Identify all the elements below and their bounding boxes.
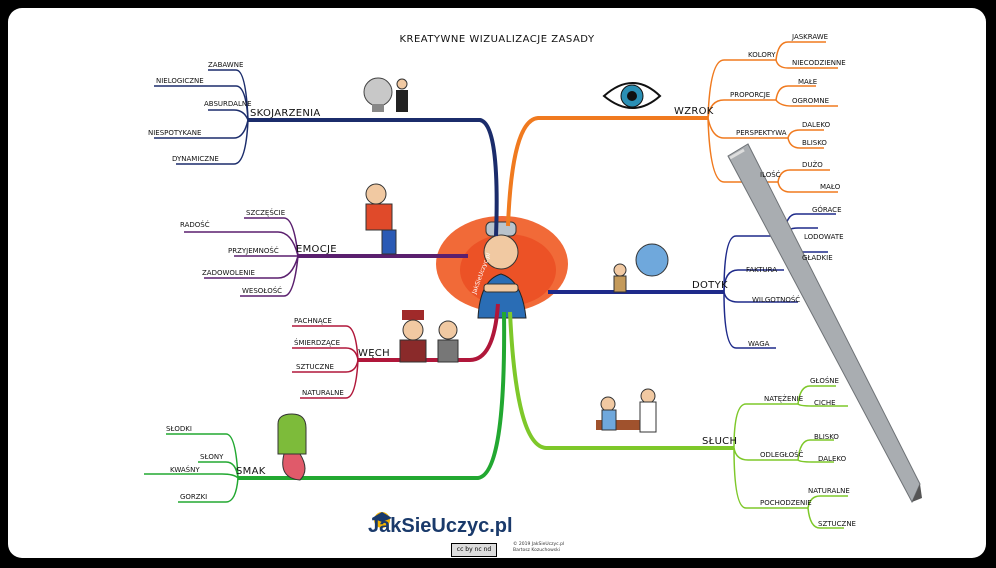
- node-pochodzenie: POCHODZENIE: [760, 499, 812, 507]
- germ-hand-illustration: [613, 243, 669, 293]
- branch-wech: [358, 303, 500, 362]
- sluch-subbranches: [733, 385, 848, 529]
- smelling-people-illustration: [399, 310, 459, 363]
- branch-label-dotyk: DOTYK: [692, 280, 728, 291]
- leaf-zadowolenie: ZADOWOLENIE: [202, 269, 255, 277]
- leaf-malo: MAŁO: [820, 183, 841, 191]
- node-ilosc: ILOŚĆ: [760, 171, 781, 179]
- leaf-slodki: SŁODKI: [166, 425, 192, 433]
- mind-map: [144, 41, 922, 529]
- branch-sluch: [508, 311, 734, 450]
- brand-logo-icon: [372, 512, 392, 528]
- skojarzenia-subbranches: [154, 69, 249, 165]
- happy-person-illustration: [365, 183, 397, 255]
- leaf-dynamiczne: DYNAMICZNE: [172, 155, 219, 163]
- copyright-line-1: © 2019 JakSieUczyc.pl: [513, 542, 565, 547]
- tongue-monster-illustration: [277, 413, 307, 481]
- leaf-niecodzienne: NIECODZIENNE: [792, 59, 846, 67]
- leaf-sluch-naturalne: NATURALNE: [808, 487, 850, 495]
- node-wilgotnosc: WILGOTNOŚĆ: [752, 296, 801, 304]
- leaf-sluch-daleko: DALEKO: [818, 455, 847, 463]
- leaf-slony: SŁONY: [200, 453, 224, 461]
- branch-label-smak: SMAK: [236, 466, 266, 477]
- node-waga: WAGA: [748, 340, 770, 348]
- node-odleglosc: ODLEGŁOŚĆ: [760, 451, 804, 459]
- leaf-ciche: CICHE: [814, 399, 836, 407]
- leaf-nielogiczne: NIELOGICZNE: [156, 77, 204, 85]
- eye-illustration: [602, 82, 662, 109]
- leaf-wzrok-blisko: BLISKO: [802, 139, 827, 147]
- leaf-smierdzace: ŚMIERDZĄCE: [294, 339, 340, 347]
- branch-label-skojarzenia: SKOJARZENIA: [250, 108, 321, 119]
- leaf-ogromne: OGROMNE: [792, 97, 830, 105]
- leaf-sztuczne: SZTUCZNE: [296, 363, 334, 371]
- leaf-radosc: RADOŚĆ: [180, 221, 210, 229]
- leaf-przyjemnosc: PRZYJEMNOŚĆ: [228, 247, 279, 255]
- leaf-wesolosc: WESOŁOŚĆ: [242, 287, 283, 295]
- leaf-glosne: GŁOŚNE: [810, 377, 839, 385]
- leaf-sluch-sztuczne: SZTUCZNE: [818, 520, 856, 528]
- brand-logo-text: JakSieUczyc.pl: [368, 515, 513, 537]
- map-title: KREATYWNE WIZUALIZACJE ZASADY: [399, 34, 595, 45]
- branch-label-sluch: SŁUCH: [702, 436, 738, 447]
- mind-map-canvas: KREATYWNE WIZUALIZACJE ZASADY SKOJARZENI…: [8, 8, 986, 558]
- branch-skojarzenia: [248, 118, 499, 237]
- emocje-subbranches: [184, 217, 299, 297]
- stylus-pen-illustration: [727, 143, 922, 504]
- leaf-lodowate: LODOWATE: [804, 233, 844, 241]
- leaf-szczescie: SZCZĘŚCIE: [246, 209, 286, 217]
- lightbulb-illustration: [363, 77, 408, 112]
- copyright-note: © 2019 JakSieUczyc.pl Bartosz Kozuchowsk…: [513, 542, 564, 554]
- leaf-gorzki: GORZKI: [180, 493, 208, 501]
- leaf-kwasny: KWAŚNY: [170, 466, 200, 474]
- leaf-naturalne: NATURALNE: [302, 389, 344, 397]
- doctor-patient-illustration: [596, 388, 657, 433]
- node-kolory: KOLORY: [748, 51, 776, 59]
- wzrok-subbranches: [707, 41, 838, 193]
- center-character-illustration: [477, 221, 527, 319]
- leaf-niespotykane: NIESPOTYKANE: [148, 129, 202, 137]
- cc-license-badge: cc by nc nd: [451, 543, 497, 557]
- leaf-wzrok-daleko: DALEKO: [802, 121, 831, 129]
- wech-subbranches: [292, 325, 359, 399]
- leaf-male: MAŁE: [798, 78, 818, 86]
- leaf-gorace: GÓRACE: [812, 206, 842, 214]
- leaf-zabawne: ZABAWNE: [208, 61, 244, 69]
- branch-wzrok: [506, 116, 708, 227]
- branch-label-wzrok: WZROK: [674, 106, 714, 117]
- branch-label-wech: WĘCH: [358, 348, 390, 359]
- leaf-duzo: DUŻO: [802, 161, 823, 169]
- node-faktura: FAKTURA: [746, 266, 777, 274]
- branch-smak: [238, 311, 507, 480]
- leaf-gladkie: GŁADKIE: [802, 254, 833, 262]
- leaf-absurdalne: ABSURDALNE: [204, 100, 252, 108]
- node-proporcje: PROPORCJE: [730, 91, 771, 99]
- leaf-pachnace: PACHNĄCE: [294, 317, 332, 325]
- node-perspektywa: PERSPEKTYWA: [736, 129, 787, 137]
- copyright-line-2: Bartosz Kozuchowski: [513, 548, 561, 553]
- node-natezenie: NATĘŻENIE: [764, 395, 804, 403]
- smak-subbranches: [144, 433, 239, 503]
- leaf-jaskrawe: JASKRAWE: [792, 33, 829, 41]
- branch-label-emocje: EMOCJE: [296, 244, 337, 255]
- leaf-sluch-blisko: BLISKO: [814, 433, 839, 441]
